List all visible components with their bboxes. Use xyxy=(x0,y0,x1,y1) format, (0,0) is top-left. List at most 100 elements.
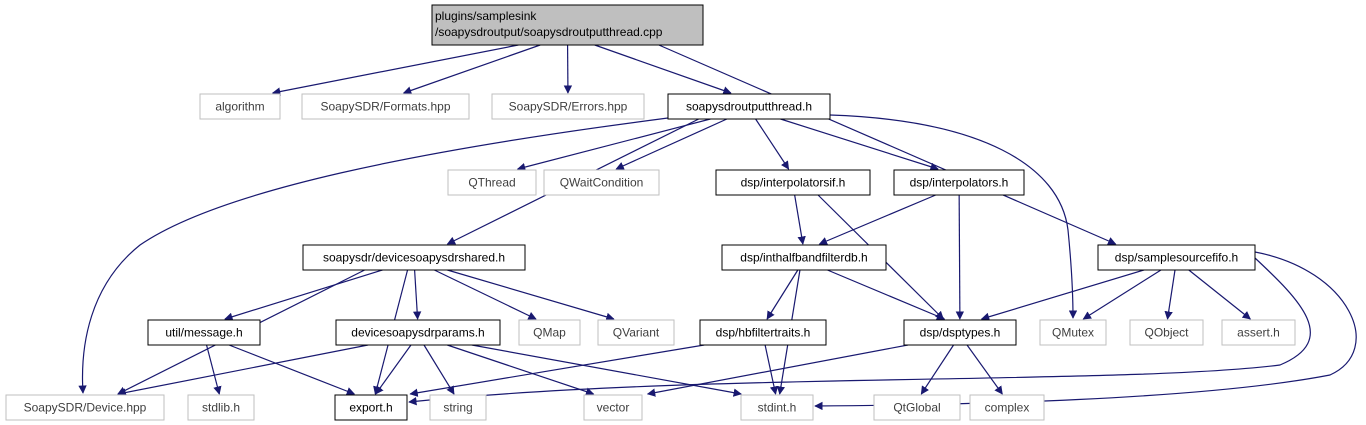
edge-outputthread_h-to-qmutex xyxy=(829,114,1078,319)
node-label: QThread xyxy=(468,176,515,190)
node-box xyxy=(199,93,281,120)
node-inthalfband[interactable]: dsp/inthalfbandfilterdb.h xyxy=(721,244,887,271)
edge-dsptypes-to-vector xyxy=(646,344,909,397)
node-label: QMutex xyxy=(1052,326,1094,340)
edge-samplesourcefifo-to-assert xyxy=(1188,269,1251,320)
edge-interpolators-to-inthalfband xyxy=(818,194,936,245)
node-outputthread_h[interactable]: soapysdroutputthread.h xyxy=(667,93,831,120)
node-box xyxy=(1129,319,1204,346)
node-label: /soapysdroutput/soapysdroutputthread.cpp xyxy=(435,25,663,39)
node-label: QObject xyxy=(1144,326,1189,340)
node-stdlib: stdlib.h xyxy=(187,394,255,421)
node-message[interactable]: util/message.h xyxy=(147,319,261,346)
edge-inthalfband-to-hbfiltertraits xyxy=(766,269,799,320)
node-label: export.h xyxy=(349,401,392,415)
edge-root-to-formats xyxy=(402,44,541,95)
node-box xyxy=(721,244,887,271)
node-label: soapysdr/devicesoapysdrshared.h xyxy=(323,251,505,265)
node-stdint: stdint.h xyxy=(740,394,814,421)
node-box xyxy=(1039,319,1107,346)
edge-hbfiltertraits-to-stdint xyxy=(764,344,779,395)
node-label: soapysdroutputthread.h xyxy=(686,100,812,114)
node-qmutex: QMutex xyxy=(1039,319,1107,346)
node-box xyxy=(335,319,501,346)
node-label: QMap xyxy=(533,326,566,340)
node-box xyxy=(5,394,165,421)
node-qtglobal: QtGlobal xyxy=(873,394,961,421)
node-dsptypes[interactable]: dsp/dsptypes.h xyxy=(903,319,1017,346)
node-box xyxy=(969,394,1045,421)
node-box xyxy=(543,169,660,196)
edge-root-to-outputthread_h xyxy=(594,44,732,95)
node-label: SoapySDR/Formats.hpp xyxy=(320,100,450,114)
node-qvariant: QVariant xyxy=(597,319,675,346)
edge-devparams-to-stdint xyxy=(471,344,742,397)
node-label: devicesoapysdrparams.h xyxy=(351,326,484,340)
node-devparams[interactable]: devicesoapysdrparams.h xyxy=(335,319,501,346)
edge-devparams-to-string xyxy=(423,344,455,395)
edge-samplesourcefifo-to-qobject xyxy=(1164,269,1176,320)
node-label: assert.h xyxy=(1237,326,1280,340)
node-interpolatorsif[interactable]: dsp/interpolatorsif.h xyxy=(715,169,871,196)
node-device_hpp: SoapySDR/Device.hpp xyxy=(5,394,165,421)
node-samplesourcefifo[interactable]: dsp/samplesourcefifo.h xyxy=(1097,244,1256,271)
node-box xyxy=(147,319,261,346)
node-label: plugins/samplesink xyxy=(435,9,537,23)
node-label: util/message.h xyxy=(165,326,242,340)
edge-devshared-to-message xyxy=(224,269,383,321)
node-qobject: QObject xyxy=(1129,319,1204,346)
node-errors: SoapySDR/Errors.hpp xyxy=(491,93,645,120)
node-box xyxy=(667,93,831,120)
edge-samplesourcefifo-to-dsptypes xyxy=(980,269,1145,321)
node-label: SoapySDR/Device.hpp xyxy=(24,401,147,415)
node-label: QtGlobal xyxy=(893,401,940,415)
edge-outputthread_h-to-qwaitcondition xyxy=(615,118,728,170)
node-label: QWaitCondition xyxy=(560,176,644,190)
node-label: stdlib.h xyxy=(202,401,240,415)
node-label: QVariant xyxy=(613,326,660,340)
node-complex: complex xyxy=(969,394,1045,421)
node-label: stdint.h xyxy=(758,401,797,415)
node-label: string xyxy=(443,401,472,415)
node-box xyxy=(302,244,526,271)
node-devshared[interactable]: soapysdr/devicesoapysdrshared.h xyxy=(302,244,526,271)
node-box xyxy=(431,4,704,46)
node-box xyxy=(334,394,408,421)
node-hbfiltertraits[interactable]: dsp/hbfiltertraits.h xyxy=(699,319,827,346)
node-qmap: QMap xyxy=(518,319,581,346)
node-root: plugins/samplesink/soapysdroutput/soapys… xyxy=(431,4,704,46)
edge-message-to-stdlib xyxy=(205,344,222,395)
node-box xyxy=(893,169,1025,196)
edge-root-to-algorithm xyxy=(271,44,519,96)
node-label: SoapySDR/Errors.hpp xyxy=(509,100,628,114)
edge-dsptypes-to-complex xyxy=(966,344,1003,395)
edge-devparams-to-vector xyxy=(447,344,595,396)
edge-samplesourcefifo-to-export xyxy=(408,257,1311,406)
node-label: algorithm xyxy=(215,100,264,114)
node-box xyxy=(301,93,470,120)
edge-dsptypes-to-qtglobal xyxy=(920,344,955,395)
edge-inthalfband-to-dsptypes xyxy=(827,269,946,320)
edge-outputthread_h-to-interpolators xyxy=(780,118,939,171)
node-box xyxy=(597,319,675,346)
node-box xyxy=(1097,244,1256,271)
edge-interpolatorsif-to-inthalfband xyxy=(794,194,806,245)
node-box xyxy=(715,169,871,196)
node-label: dsp/inthalfbandfilterdb.h xyxy=(740,251,867,265)
node-box xyxy=(447,169,537,196)
node-label: dsp/dsptypes.h xyxy=(920,326,1001,340)
edge-outputthread_h-to-device_hpp xyxy=(78,117,669,394)
node-export[interactable]: export.h xyxy=(334,394,408,421)
node-interpolators[interactable]: dsp/interpolators.h xyxy=(893,169,1025,196)
node-box xyxy=(491,93,645,120)
node-box xyxy=(518,319,581,346)
node-qwaitcondition: QWaitCondition xyxy=(543,169,660,196)
node-label: dsp/interpolatorsif.h xyxy=(741,176,846,190)
edge-samplesourcefifo-to-qmutex xyxy=(1082,269,1162,320)
node-label: dsp/interpolators.h xyxy=(910,176,1009,190)
node-box xyxy=(873,394,961,421)
node-box xyxy=(187,394,255,421)
node-formats: SoapySDR/Formats.hpp xyxy=(301,93,470,120)
edge-devparams-to-device_hpp xyxy=(117,344,369,397)
